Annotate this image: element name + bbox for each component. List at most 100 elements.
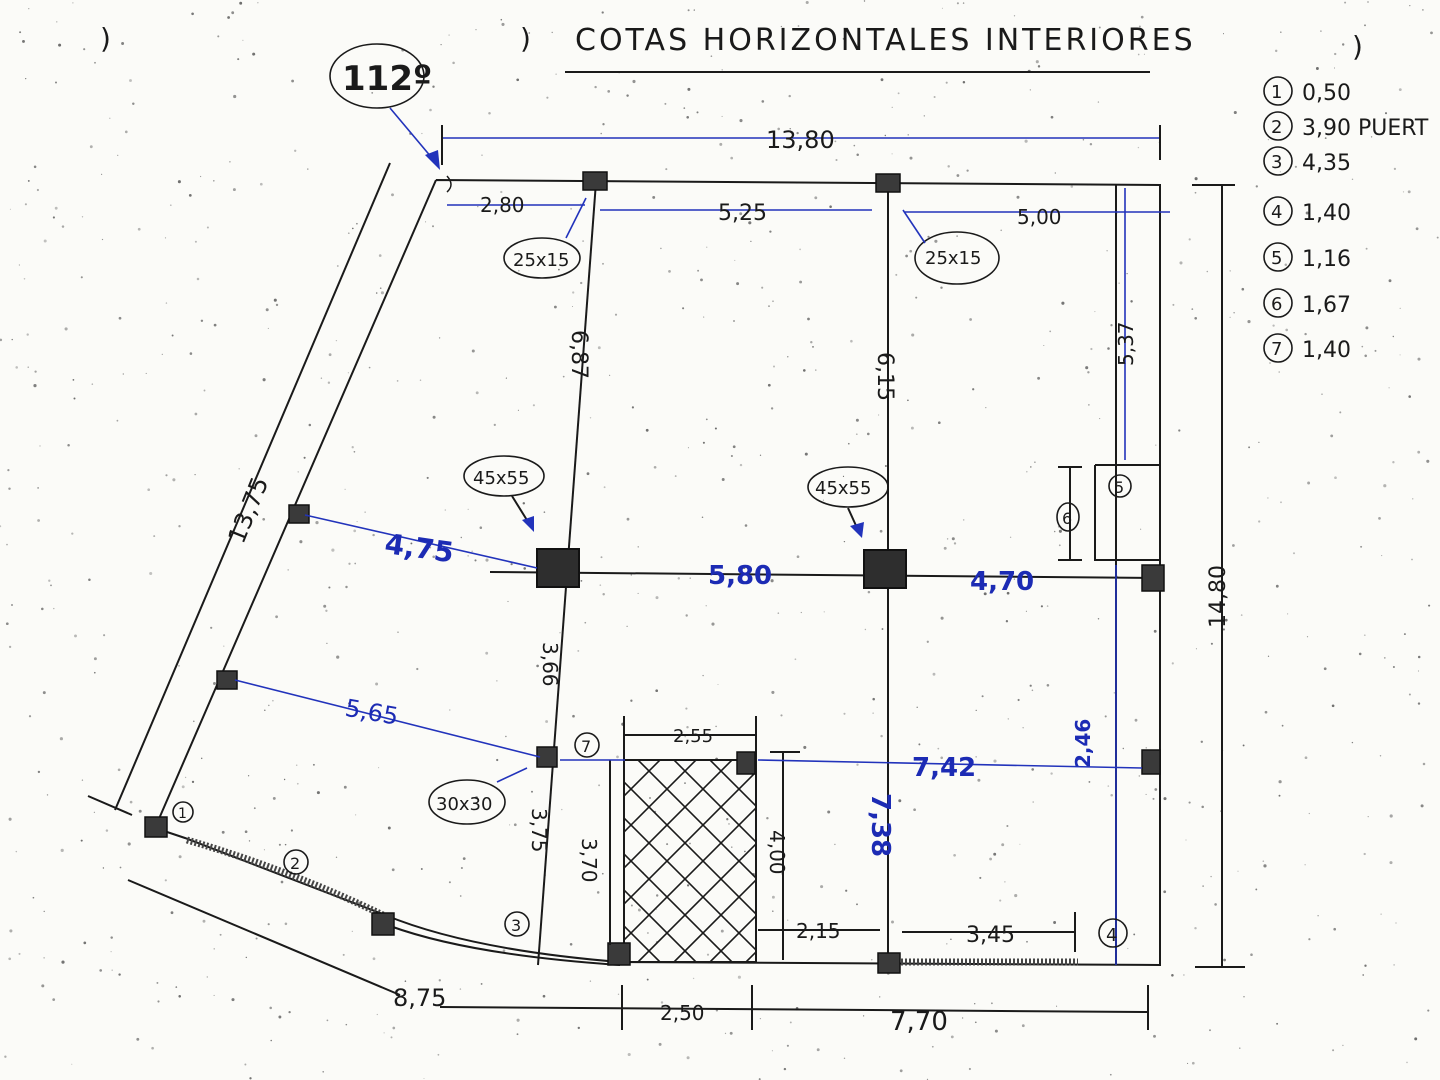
speckle-dot [682,307,685,310]
speckle-dot [1406,1061,1408,1064]
speckle-dot [467,508,469,511]
speckle-dot [1408,395,1411,398]
speckle-dot [1392,461,1395,464]
speckle-dot [1323,667,1327,671]
speckle-dot [43,957,45,959]
speckle-dot [947,165,950,168]
speckle-dot [1258,520,1261,523]
legend-marker-2 [1263,111,1293,141]
speckle-dot [392,1026,396,1030]
speckle-dot [1269,362,1271,364]
speckle-dot [0,338,3,342]
title-bracket-right: ) [1352,30,1363,63]
speckle-dot [1021,1024,1025,1028]
speckle-dot [33,165,37,169]
speckle-dot [1014,894,1018,898]
speckle-dot [278,843,281,846]
speckle-dot [202,919,206,923]
speckle-dot [307,168,309,170]
speckle-dot [33,384,37,388]
speckle-dot [1053,530,1056,533]
speckle-dot [972,388,975,391]
speckle-dot [1058,529,1062,533]
speckle-dot [872,712,874,714]
speckle-dot [67,443,70,447]
speckle-dot [432,415,436,419]
speckle-dot [232,188,236,192]
speckle-dot [739,119,743,123]
speckle-dot [1351,178,1354,181]
tag-ellipse-top-right-col [914,231,1000,285]
speckle-dot [74,634,77,638]
speckle-dot [371,91,374,94]
speckle-dot [789,1021,792,1024]
speckle-dot [71,1063,73,1065]
speckle-dot [771,895,775,899]
speckle-dot [789,128,791,130]
speckle-dot [8,487,11,490]
dim-line-mid-left [304,514,538,569]
speckle-dot [117,768,121,772]
speckle-dot [1179,261,1183,265]
speckle-dot [1154,788,1158,791]
speckle-dot [32,896,35,899]
speckle-dot [916,706,918,709]
hatch-line [624,888,697,962]
speckle-dot [714,427,717,430]
speckle-dot [52,998,56,1001]
speckle-dot [81,779,84,781]
speckle-dot [1364,24,1366,27]
speckle-dot [684,735,687,738]
speckle-dot [940,616,944,620]
speckle-dot [432,555,435,559]
tag-top-right-col: 25x15 [925,248,981,269]
speckle-dot [1229,316,1231,318]
speckle-dot [81,216,84,218]
speckle-dot [1134,718,1138,722]
speckle-dot [580,281,583,285]
speckle-dot [348,562,351,565]
speckle-dot [194,473,196,476]
speckle-dot [34,370,37,373]
angle-label: 112º [342,59,432,99]
speckle-dot [425,221,427,223]
speckle-dot [1118,282,1120,284]
speckle-dot [1247,320,1251,324]
speckle-dot [772,300,774,303]
speckle-dot [429,546,432,549]
speckle-dot [1194,926,1197,930]
speckle-dot [219,933,222,936]
speckle-dot [871,959,873,961]
speckle-dot [1278,780,1282,784]
dim-4-00: 4,00 [765,830,789,875]
speckle-dot [674,475,677,478]
speckle-dot [1194,316,1198,320]
speckle-dot [390,1036,393,1039]
speckle-dot [1049,330,1052,333]
speckle-dot [1280,501,1282,504]
speckle-dot [1099,418,1101,420]
speckle-dot [172,478,176,482]
column-facade [371,912,395,936]
speckle-dot [48,579,51,582]
marker-5: 5 [1108,474,1132,498]
speckle-dot [164,237,167,239]
speckle-dot [1351,741,1354,744]
title-bracket-left: ) [520,22,531,55]
speckle-dot [110,936,113,939]
speckle-dot [223,645,225,647]
speckle-dot [344,488,346,490]
speckle-dot [769,230,772,233]
speckle-dot [93,811,96,813]
speckle-dot [37,770,41,774]
speckle-dot [1333,927,1337,931]
speckle-dot [655,596,659,600]
speckle-dot [354,814,357,816]
speckle-dot [297,471,299,473]
speckle-dot [1178,429,1181,432]
speckle-dot [105,829,109,832]
speckle-dot [328,586,331,589]
speckle-dot [56,21,58,23]
speckle-dot [582,240,585,243]
speckle-dot [562,375,565,378]
